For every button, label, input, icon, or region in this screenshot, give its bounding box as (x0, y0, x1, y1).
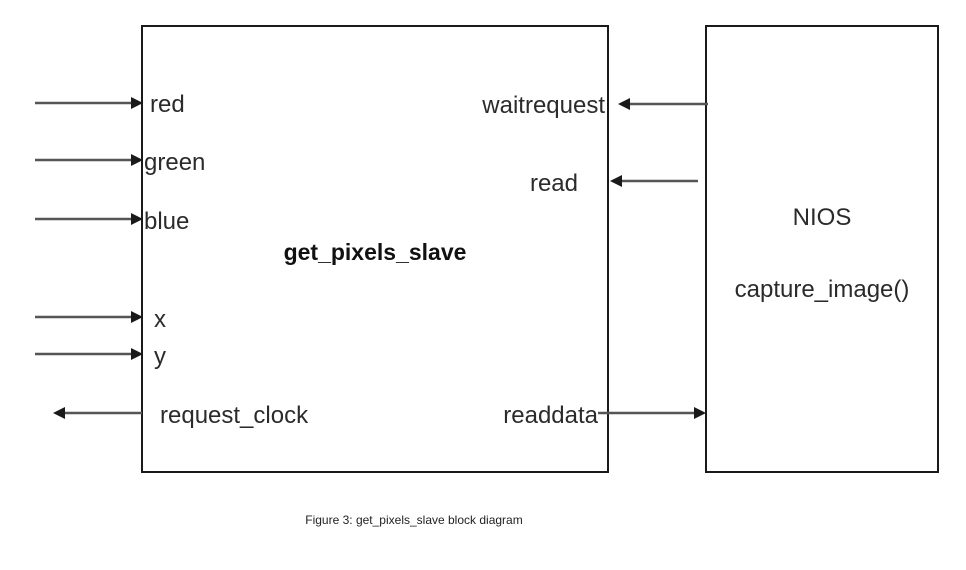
port-label-request-clock: request_clock (160, 402, 309, 429)
green-input-arrow (35, 154, 143, 166)
port-label-y: y (154, 343, 166, 370)
port-label-x: x (154, 306, 166, 333)
blue-input-arrow (35, 213, 143, 225)
request-clock-output-arrow (53, 407, 142, 419)
nios-block-title: NIOS (793, 204, 852, 231)
nios-function-label: capture_image() (735, 276, 910, 303)
get-pixels-slave-block (141, 25, 609, 473)
slave-block-title: get_pixels_slave (284, 239, 467, 265)
waitrequest-arrow (618, 98, 708, 110)
readdata-arrow (598, 407, 706, 419)
port-label-blue: blue (144, 208, 189, 235)
x-input-arrow (35, 311, 143, 323)
nios-block (705, 25, 939, 473)
port-label-waitrequest: waitrequest (481, 92, 605, 119)
red-input-arrow (35, 97, 143, 109)
figure-caption: Figure 3: get_pixels_slave block diagram (305, 513, 522, 527)
y-input-arrow (35, 348, 143, 360)
port-label-read: read (530, 170, 578, 197)
read-arrow (610, 175, 698, 187)
port-label-red: red (150, 91, 185, 118)
port-label-readdata: readdata (503, 402, 598, 429)
port-label-green: green (144, 149, 205, 176)
